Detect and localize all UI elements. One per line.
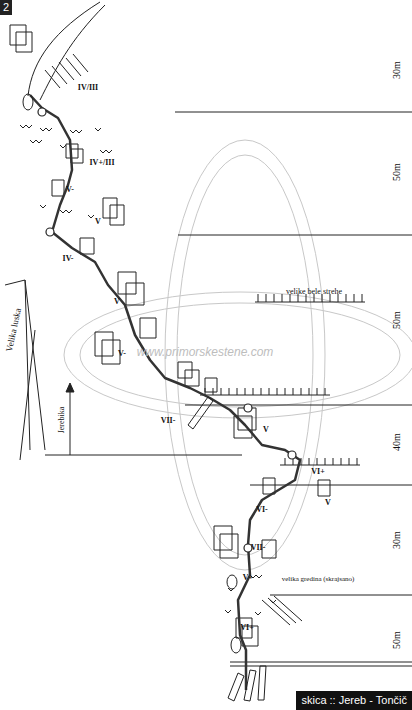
grade-label: VI+ — [240, 624, 253, 632]
boulder-blocks — [188, 397, 266, 701]
pitch-length: 50m — [392, 311, 402, 329]
belay-station — [38, 108, 46, 116]
grade-label: V — [263, 426, 269, 434]
watermark-ellipse — [64, 292, 412, 418]
grade-label: IV- — [63, 255, 74, 263]
grade-label: V- — [118, 350, 126, 358]
grade-label: VI- — [256, 506, 268, 514]
watermark-ellipse — [80, 303, 400, 407]
pitch-length: 50m — [392, 631, 402, 649]
grade-label: V+ — [243, 574, 253, 582]
tree-symbol — [231, 637, 241, 653]
grade-label: VII- — [251, 544, 266, 552]
grade-label: V- — [66, 186, 74, 194]
feature-label: Velika luska — [5, 307, 23, 352]
pitch-length: 30m — [392, 61, 402, 79]
belay-station — [46, 228, 54, 236]
tree-symbol — [23, 94, 33, 110]
pitch-length: 40m — [392, 433, 402, 451]
figure-number: 2 — [0, 0, 12, 15]
grade-label: V — [325, 499, 331, 507]
watermark: www.primorskestene.com — [137, 346, 274, 358]
feature-label: velika gredina (skrajsano) — [282, 576, 355, 583]
grass-ledges — [20, 125, 276, 615]
roof-hatching — [45, 54, 365, 625]
grade-label: VII- — [161, 417, 176, 425]
belay-station — [288, 451, 296, 459]
belay-stations — [38, 108, 296, 552]
trees — [23, 94, 241, 653]
grade-label: V — [95, 218, 101, 226]
grade-label: V — [114, 298, 120, 306]
jerebika-arrow — [66, 383, 74, 455]
feature-label: velike bele strehe — [286, 288, 342, 296]
grade-label: VI+ — [311, 468, 324, 476]
credit-caption: skica :: Jereb - Tončič — [296, 691, 412, 710]
grade-label: IV+/III — [89, 159, 114, 167]
tree-symbol — [227, 575, 237, 589]
grade-label: IV/III — [78, 84, 98, 92]
climbing-route — [30, 95, 300, 690]
belay-station — [244, 404, 252, 412]
feature-label: Jerebika — [58, 407, 66, 434]
pitch-length: 50m — [392, 163, 402, 181]
rock-slab-outline — [5, 2, 105, 460]
pitch-length: 30m — [392, 531, 402, 549]
